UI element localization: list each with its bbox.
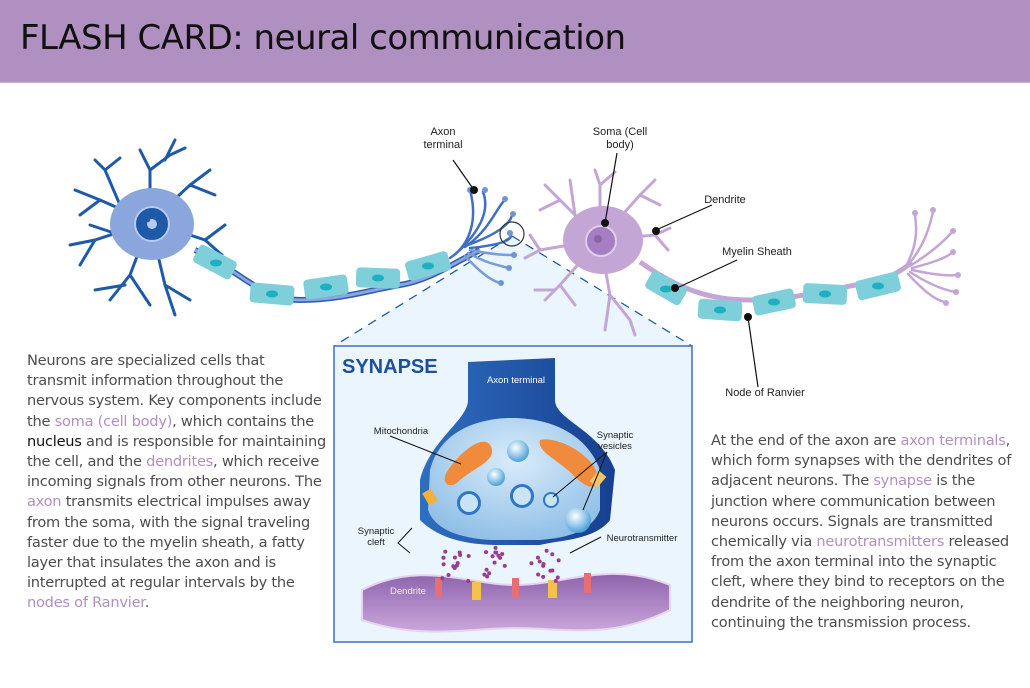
neurotransmitter-dot <box>541 562 546 567</box>
neurotransmitter-dot <box>466 579 471 584</box>
neurotransmitter-dot <box>451 564 456 569</box>
text-segment: , which contains the <box>172 412 314 430</box>
highlighted-term: nodes of Ranvier <box>27 594 145 612</box>
neurotransmitter-dot <box>541 574 546 579</box>
synapse-title: SYNAPSE <box>342 356 438 378</box>
neurotransmitter-dot <box>553 578 558 583</box>
neurotransmitter-dot <box>537 559 542 564</box>
right-neuron <box>523 168 961 337</box>
label-dendrite: Dendrite <box>704 194 746 206</box>
left-description: Neurons are specialized cells that trans… <box>27 351 327 614</box>
synapse-label-mitochondria: Mitochondria <box>373 426 429 437</box>
neurotransmitter-dot <box>484 567 489 572</box>
header-bar: FLASH CARD: neural communication <box>0 0 1030 83</box>
label-soma: Soma (Cell body) <box>592 126 648 151</box>
highlighted-term: axon <box>27 493 62 511</box>
axon-terminal-branches <box>448 188 515 285</box>
neurotransmitter-dot <box>452 555 457 560</box>
neurotransmitter-dot <box>441 555 446 560</box>
neurotransmitter-dot <box>494 550 499 555</box>
highlighted-term: dendrites <box>146 453 214 471</box>
synapse-label-dendrite: Dendrite <box>390 586 426 597</box>
neurotransmitter-dot <box>502 563 507 568</box>
neurotransmitter-dot <box>492 560 497 565</box>
neurotransmitter-dot <box>443 549 448 554</box>
label-axon-terminal: Axon terminal <box>423 126 463 151</box>
neurotransmitter-dot <box>555 575 560 580</box>
neurotransmitter-dot <box>458 553 463 558</box>
text-segment: Neurons are specialized cells that trans… <box>27 352 322 430</box>
synapse-label-synaptic-cleft: Synaptic cleft <box>357 526 395 548</box>
neurotransmitter-dot <box>466 554 471 559</box>
synapse-label-neurotransmitter: Neurotransmitter <box>606 533 678 544</box>
neurotransmitter-dot <box>529 561 534 566</box>
highlighted-term: axon terminals <box>900 432 1006 449</box>
zoom-circle <box>499 221 525 247</box>
neurotransmitter-dot <box>446 573 451 578</box>
text-segment: , which receive incoming signals from ot… <box>27 453 322 491</box>
right-myelin-segments <box>645 270 901 322</box>
neurotransmitter-dot <box>550 568 555 573</box>
synapse-label-axon-terminal: Axon terminal <box>486 375 546 386</box>
synapse-box <box>333 345 693 643</box>
text-segment: and is responsible for maintaining the c… <box>27 432 326 471</box>
emphasized-term: nucleus <box>27 432 82 450</box>
left-myelin-segments <box>193 244 451 306</box>
neurotransmitter-dots <box>440 545 561 584</box>
text-segment: released from the axon terminal into the… <box>711 533 1009 631</box>
text-segment: is the junction where communication betw… <box>711 472 996 551</box>
neurotransmitter-dot <box>544 548 549 553</box>
neurotransmitter-dot <box>482 572 487 577</box>
page-title: FLASH CARD: neural communication <box>20 18 626 58</box>
text-segment: . <box>144 594 150 612</box>
left-neuron <box>68 138 517 317</box>
highlighted-term: neurotransmitters <box>816 533 945 551</box>
zoom-projection <box>334 236 692 346</box>
neurotransmitter-dot <box>454 563 459 568</box>
neurotransmitter-dot <box>487 571 492 576</box>
neurotransmitter-dot <box>535 555 540 560</box>
text-segment: , which form synapses with the dendrites… <box>711 432 1012 490</box>
neurotransmitter-dot <box>550 552 555 557</box>
text-segment: transmits electrical impulses away from … <box>27 493 311 592</box>
neurotransmitter-dot <box>493 545 498 550</box>
highlighted-term: synapse <box>873 472 932 490</box>
neurotransmitter-dot <box>441 562 446 567</box>
neurotransmitter-dot <box>484 550 489 555</box>
neurotransmitter-dot <box>500 551 505 556</box>
highlighted-term: soma (cell body) <box>54 412 173 430</box>
synapse-label-synaptic-vesicles: Synaptic vesicles <box>596 430 634 452</box>
neurotransmitter-dot <box>440 576 445 581</box>
neurotransmitter-dot <box>490 554 495 559</box>
right-description: At the end of the axon are axon terminal… <box>711 431 1026 633</box>
leader-lines <box>452 152 759 388</box>
label-myelin-sheath: Myelin Sheath <box>722 246 792 258</box>
neurotransmitter-dot <box>536 572 541 577</box>
neurotransmitter-dot <box>556 558 561 563</box>
neurotransmitter-dot <box>498 555 503 560</box>
text-segment: At the end of the axon are <box>711 432 901 449</box>
label-node-of-ranvier: Node of Ranvier <box>725 387 805 399</box>
